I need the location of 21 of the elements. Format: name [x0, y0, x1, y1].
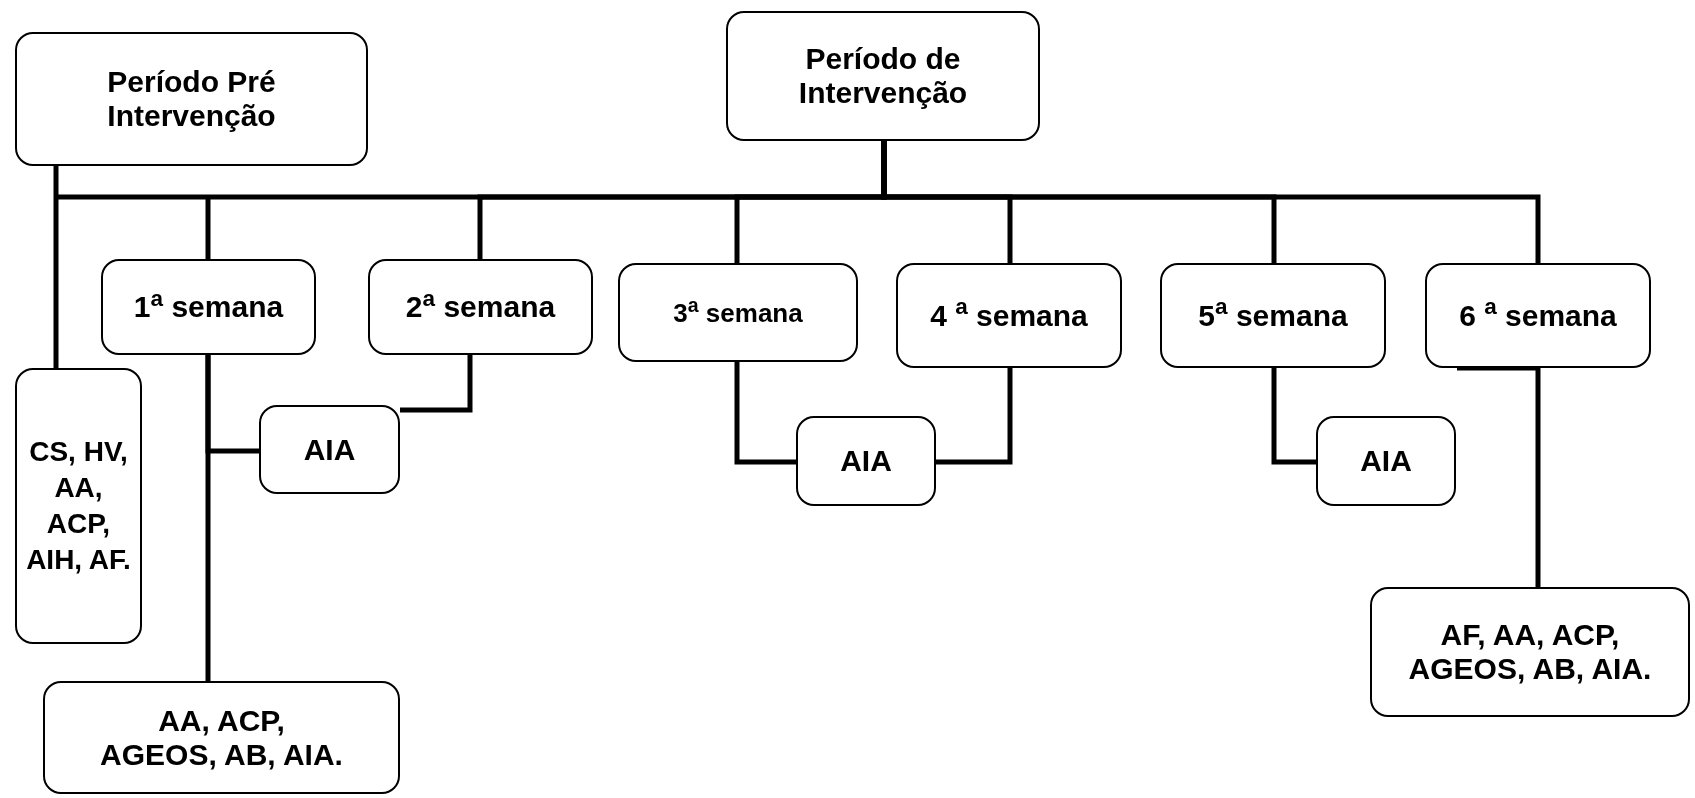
text-box: CS, HV, AA, ACP, AIH, AF. [15, 368, 142, 644]
connector-line [400, 355, 473, 413]
text-box: AA, ACP, AGEOS, AB, AIA. [43, 681, 400, 794]
text-box: 2$^{a}$ semana [368, 259, 593, 355]
text-box: Período Pré Intervenção [15, 32, 368, 166]
text-box: AF, AA, ACP, AGEOS, AB, AIA. [1370, 587, 1690, 717]
connector-line [1271, 368, 1316, 465]
connector-line [936, 368, 1013, 465]
text-box: AIA [259, 405, 400, 494]
connector-line [1454, 365, 1541, 587]
text-box: 4 $^{a}$ semana [896, 263, 1122, 368]
text-box: AIA [1316, 416, 1456, 506]
text-box: 1$^{a}$ semana [101, 259, 316, 355]
connector-line [53, 166, 59, 368]
text-box: 3$^{a}$ semana [618, 263, 858, 362]
text-box: 6 $^{a}$ semana [1425, 263, 1651, 368]
text-box: AIA [796, 416, 936, 506]
text-box: Período de Intervenção [726, 11, 1040, 141]
text-box: 5$^{a}$ semana [1160, 263, 1386, 368]
connector-line [205, 352, 211, 681]
connector-line [734, 362, 796, 465]
